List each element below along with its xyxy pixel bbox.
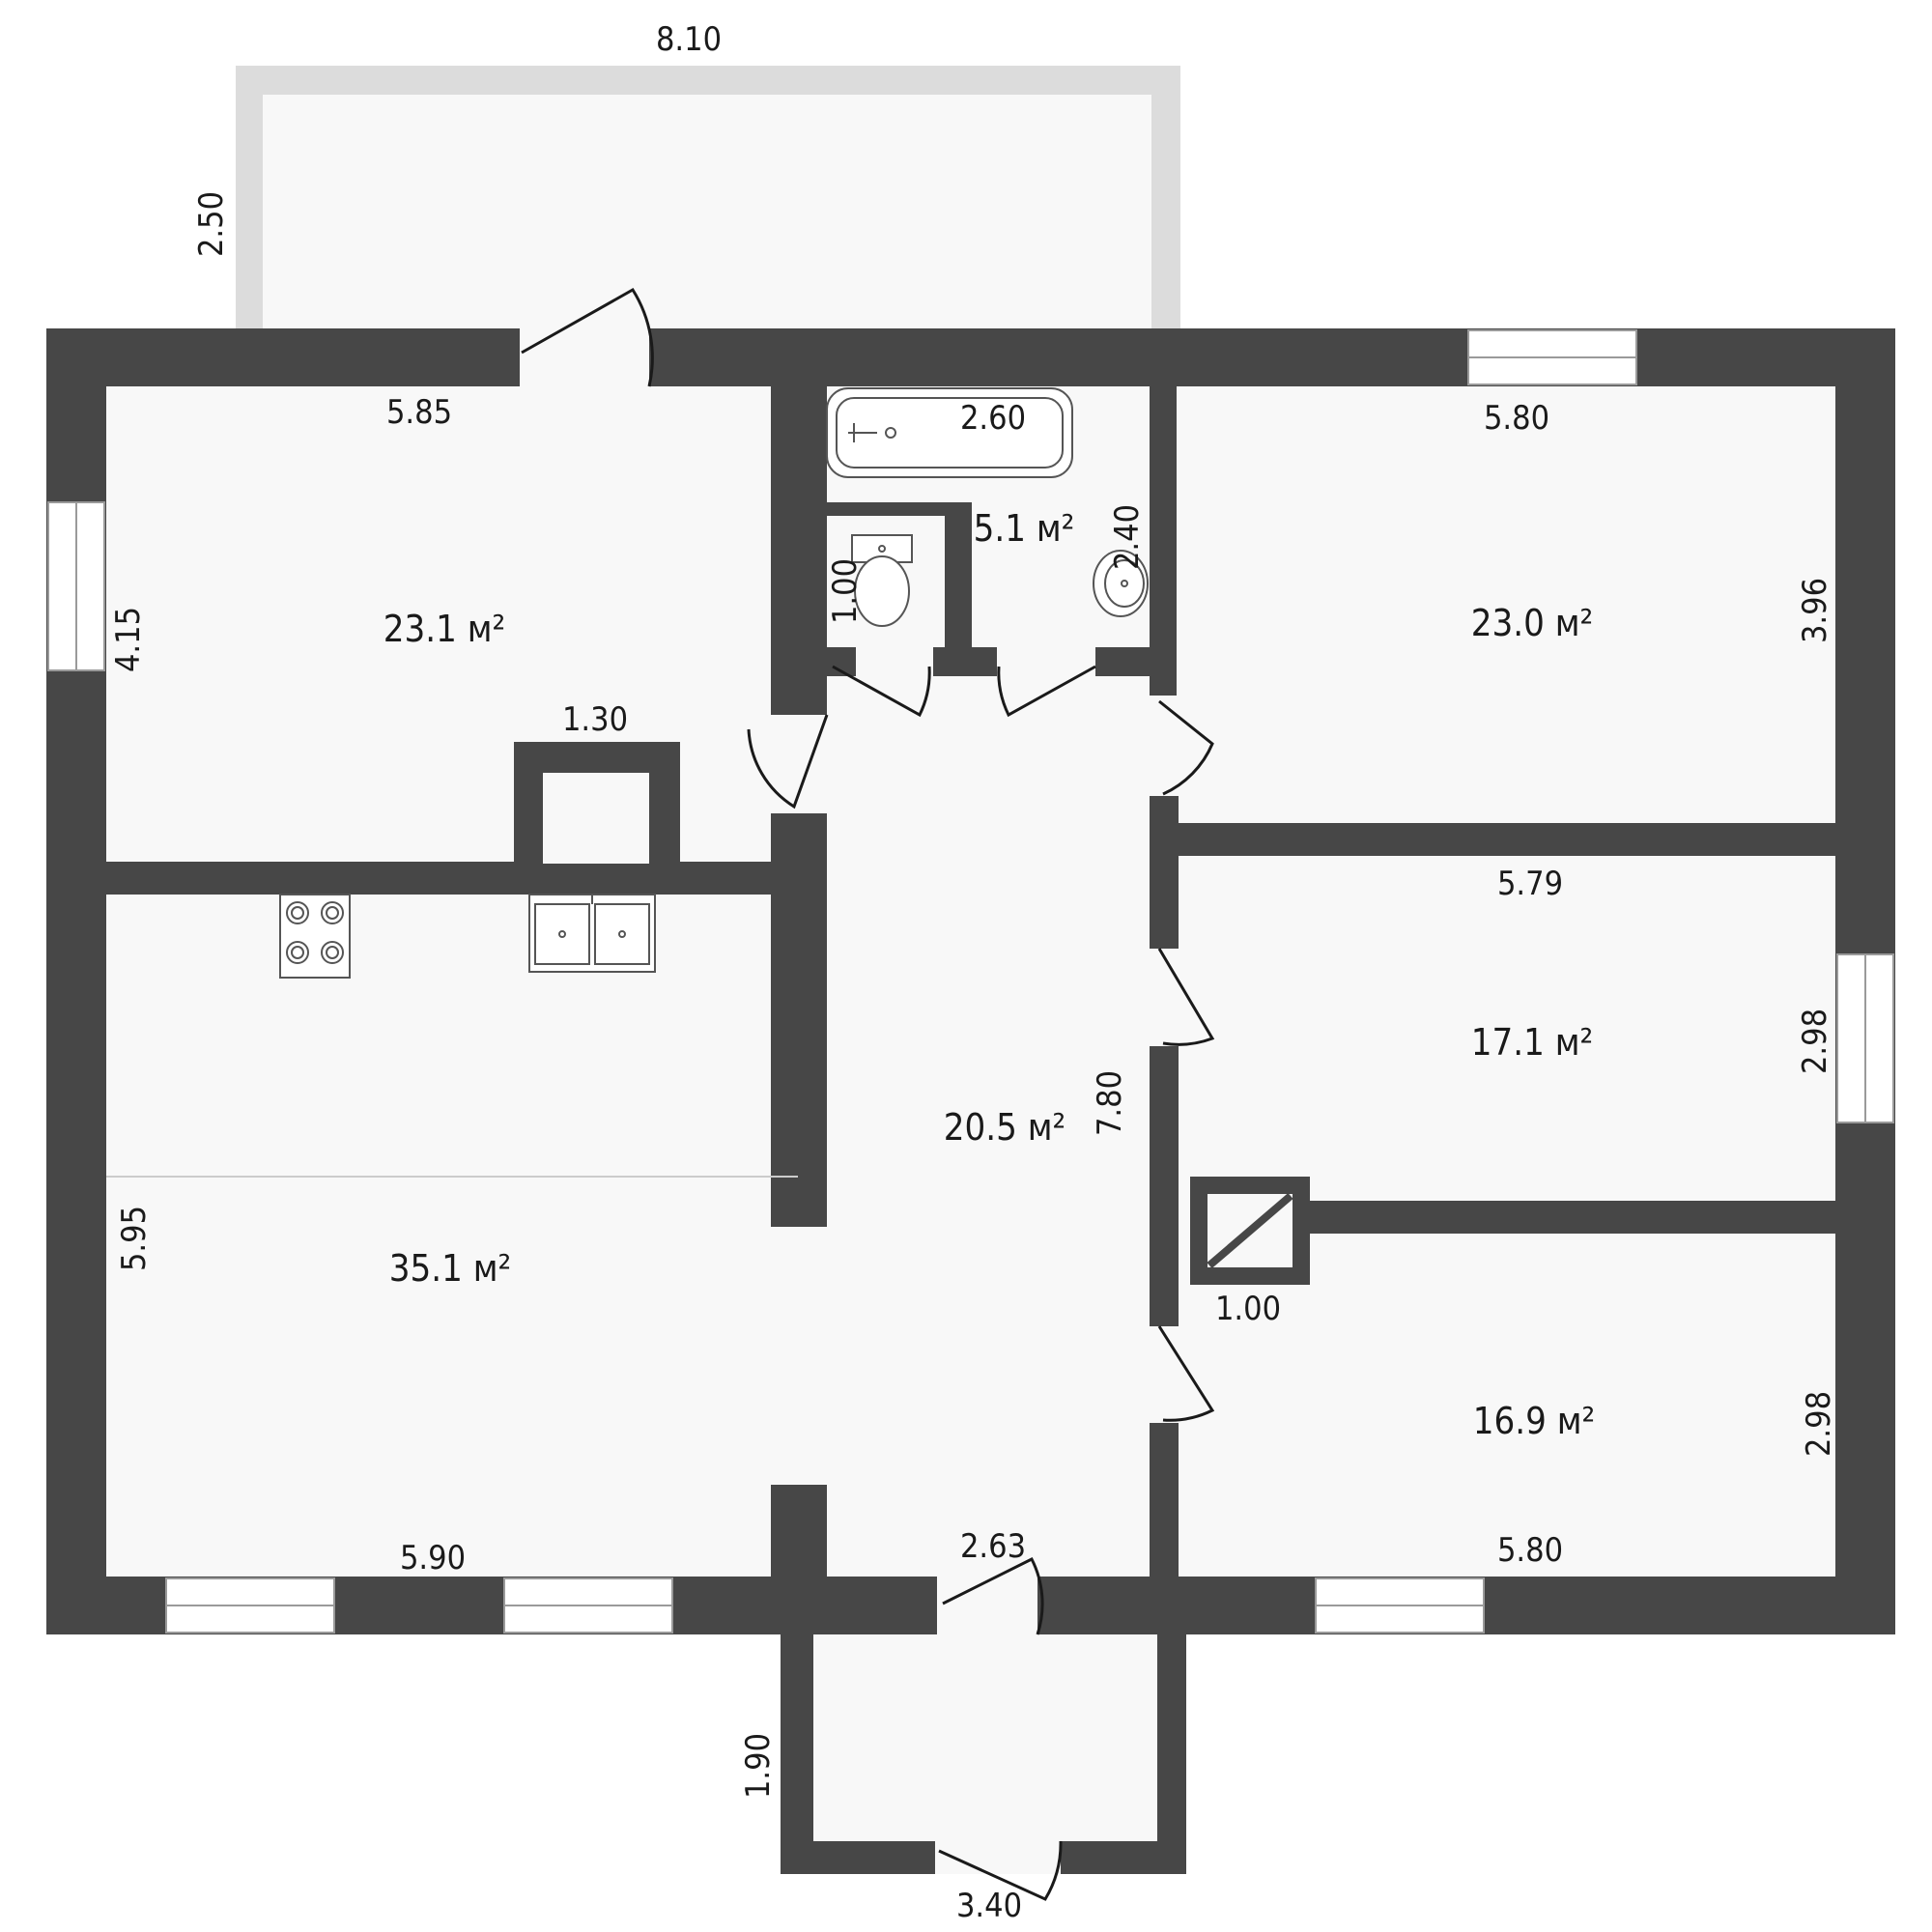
east-mid-depth-label: 2.98 xyxy=(1796,1009,1834,1074)
east-mid-width-label: 5.79 xyxy=(1497,865,1563,903)
door-swings xyxy=(521,287,1215,1901)
kitchen-living-area: 35.1 м² xyxy=(389,1247,511,1290)
ne-room-depth-label: 3.96 xyxy=(1796,578,1834,643)
nw-room-depth-label: 4.15 xyxy=(109,607,148,672)
balcony xyxy=(236,66,1180,328)
ne-room-area: 23.0 м² xyxy=(1471,602,1593,644)
nw-room-width-label: 5.85 xyxy=(386,393,452,432)
interior-walls xyxy=(106,386,1835,1577)
stove-icon xyxy=(279,894,351,979)
door-openings xyxy=(520,328,1061,1874)
kitchen-depth-label: 5.95 xyxy=(115,1206,154,1271)
porch xyxy=(781,1634,1186,1874)
bathroom-area: 5.1 м² xyxy=(974,507,1075,550)
kitchen-width-label: 5.90 xyxy=(400,1539,466,1577)
se-room-area: 16.9 м² xyxy=(1473,1400,1595,1442)
chimney-width-label: 1.30 xyxy=(562,700,628,739)
hall-area: 20.5 м² xyxy=(944,1106,1065,1149)
kitchen-sink-icon xyxy=(528,894,656,973)
porch-width-label: 3.40 xyxy=(956,1887,1022,1925)
balcony-depth-label: 2.50 xyxy=(192,191,231,257)
toilet-width-label: 1.00 xyxy=(826,558,865,624)
porch-depth-label: 1.90 xyxy=(739,1733,778,1799)
east-mid-room-area: 17.1 м² xyxy=(1471,1021,1593,1064)
balcony-width-label: 8.10 xyxy=(656,20,722,59)
nw-room-area: 23.1 м² xyxy=(384,608,505,650)
windows xyxy=(47,329,1894,1634)
bath-depth-label: 2.40 xyxy=(1108,504,1147,570)
toilet-icon xyxy=(851,534,913,627)
se-room-width-label: 5.80 xyxy=(1497,1531,1563,1570)
bathtub-icon xyxy=(826,387,1073,478)
bath-width-label: 2.60 xyxy=(960,399,1026,438)
hall-length-label: 7.80 xyxy=(1091,1070,1129,1136)
shaft-width-label: 1.00 xyxy=(1215,1290,1281,1328)
washbasin-icon xyxy=(1093,550,1149,617)
ne-room-width-label: 5.80 xyxy=(1484,399,1549,438)
entrance-width-label: 2.63 xyxy=(960,1527,1026,1566)
dimension-labels: 8.10 2.50 5.85 4.15 1.30 2.60 2.40 1.00 … xyxy=(109,20,1838,1925)
area-labels: 23.1 м² 5.1 м² 23.0 м² 17.1 м² 20.5 м² 3… xyxy=(384,507,1595,1442)
se-room-depth-label: 2.98 xyxy=(1800,1391,1838,1457)
